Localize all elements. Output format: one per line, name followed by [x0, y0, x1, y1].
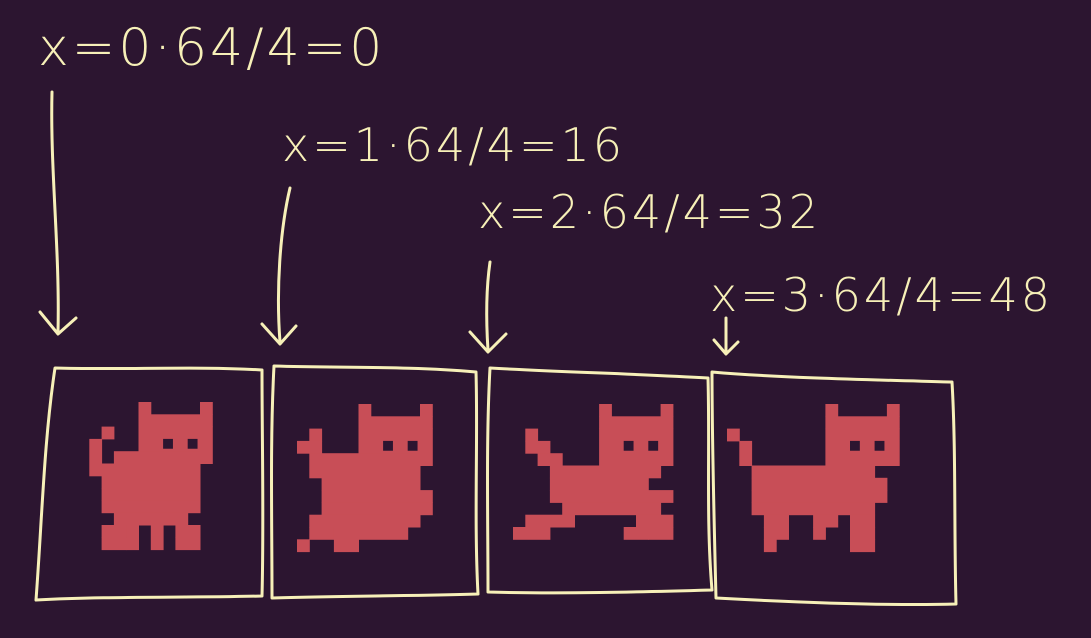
cat-pixel-block — [333, 539, 359, 553]
frame-box-1 — [270, 364, 480, 600]
cat-pixel-block — [648, 527, 674, 540]
cat-pixel-block — [751, 465, 876, 479]
cat-eye — [407, 440, 418, 451]
cat-pixel-block — [89, 438, 103, 477]
cat-pixel-block — [309, 428, 323, 442]
frame-1-offset-label: x=1·64/4=16 — [282, 118, 626, 172]
cat-pixel-block — [101, 475, 201, 489]
cat-pixel-block — [623, 527, 649, 540]
cat-pixel-block — [525, 440, 551, 454]
cat-pixel-block — [333, 527, 409, 540]
cat-eye — [874, 440, 885, 451]
cat-pixel-block — [886, 404, 900, 417]
frame-box-0 — [34, 366, 265, 602]
cat-pixel-block — [101, 426, 115, 440]
arrow-frame-1 — [260, 186, 298, 346]
cat-pixel-block — [850, 539, 876, 553]
cat-pixel-block — [525, 514, 575, 528]
cat-pixel-block — [309, 514, 421, 528]
frame-0-offset-label: x=0·64/4=0 — [38, 18, 386, 78]
arrow-frame-2 — [468, 260, 508, 354]
cat-pixel-block — [850, 514, 876, 528]
cat-pixel-block — [813, 514, 839, 528]
cat-pixel-block — [739, 440, 753, 466]
cat-pixel-block — [525, 428, 539, 442]
cat-pixel-block — [138, 402, 152, 415]
cat-pixel-block — [297, 539, 310, 553]
cat-pixel-block — [537, 453, 563, 466]
cat-pixel-block — [599, 428, 674, 466]
cat-pixel-block — [321, 465, 421, 479]
cat-pixel-block — [751, 502, 876, 516]
cat-sprite-frame-0 — [89, 402, 213, 551]
cat-pixel-block — [825, 428, 900, 466]
cat-pixel-block — [358, 416, 433, 430]
cat-pixel-block — [297, 440, 323, 454]
arrow-frame-3 — [712, 316, 740, 356]
cat-pixel-block — [321, 477, 421, 491]
cat-pixel-block — [599, 404, 612, 417]
cat-pixel-block — [763, 527, 789, 540]
cat-eye — [648, 440, 659, 451]
cat-pixel-block — [101, 488, 201, 501]
cat-pixel-block — [751, 490, 888, 503]
cat-eye — [383, 440, 393, 451]
cat-pixel-block — [175, 537, 201, 551]
cat-pixel-block — [825, 416, 900, 430]
cat-pixel-block — [138, 414, 213, 428]
cat-pixel-block — [126, 525, 139, 551]
arrow-frame-0 — [38, 90, 78, 336]
cat-eye — [187, 438, 198, 449]
cat-pixel-block — [549, 477, 649, 491]
cat-pixel-block — [763, 539, 777, 553]
cat-pixel-block — [113, 451, 201, 464]
frame-box-2 — [486, 366, 714, 595]
cat-pixel-block — [358, 404, 372, 417]
cat-pixel-block — [101, 525, 127, 538]
frame-box-3 — [710, 370, 958, 607]
cat-eye — [163, 438, 173, 449]
cat-pixel-block — [309, 453, 323, 479]
cat-pixel-block — [101, 500, 201, 514]
cat-pixel-block — [113, 512, 189, 526]
cat-eye — [623, 440, 634, 451]
frame-2-offset-label: x=2·64/4=32 — [478, 185, 822, 239]
cat-pixel-block — [850, 527, 876, 540]
cat-sprite-frame-2 — [513, 404, 674, 540]
cat-pixel-block — [727, 428, 740, 442]
cat-eye — [850, 440, 860, 451]
cat-pixel-block — [549, 465, 662, 479]
cat-pixel-block — [420, 404, 433, 417]
cat-pixel-block — [101, 463, 201, 477]
cat-pixel-block — [309, 527, 335, 540]
cat-pixel-block — [200, 402, 213, 415]
cat-pixel-block — [636, 514, 674, 528]
cat-pixel-block — [513, 527, 551, 540]
cat-pixel-block — [825, 404, 839, 417]
cat-pixel-block — [562, 502, 662, 516]
cat-pixel-block — [175, 525, 201, 538]
cat-pixel-block — [549, 490, 674, 503]
cat-pixel-block — [763, 514, 789, 528]
cat-sprite-frame-1 — [297, 404, 433, 553]
cat-pixel-block — [599, 416, 674, 430]
cat-pixel-block — [321, 453, 421, 466]
cat-pixel-block — [321, 490, 433, 503]
cat-pixel-block — [813, 527, 826, 540]
cat-pixel-block — [150, 525, 164, 551]
cat-pixel-block — [321, 502, 433, 516]
frame-3-offset-label: x=3·64/4=48 — [710, 268, 1054, 322]
cat-sprite-frame-3 — [727, 404, 900, 553]
cat-pixel-block — [660, 404, 674, 417]
cat-pixel-block — [751, 477, 888, 491]
cat-pixel-block — [101, 537, 127, 551]
